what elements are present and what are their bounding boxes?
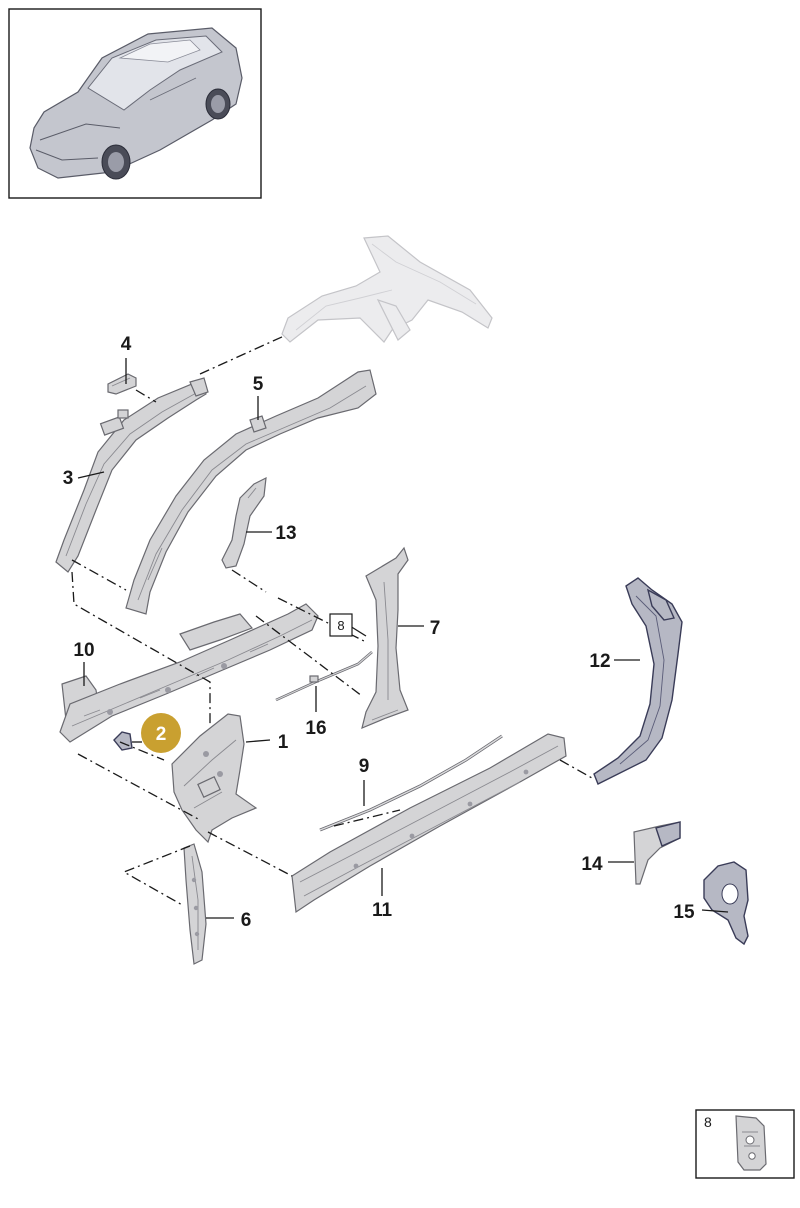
callout-14[interactable]: 14	[581, 854, 603, 875]
part-7-b-pillar	[361, 546, 409, 730]
vehicle-thumbnail	[8, 8, 262, 199]
part-15-bracket	[703, 861, 749, 946]
callout-10[interactable]: 10	[73, 640, 94, 661]
callout-13[interactable]: 13	[275, 523, 296, 544]
callout-8-label: 8	[337, 618, 344, 633]
part-4-bracket	[107, 373, 137, 395]
callout-16[interactable]: 16	[305, 718, 326, 739]
callout-5[interactable]: 5	[253, 374, 264, 395]
callout-7[interactable]: 7	[430, 618, 441, 639]
callout-1[interactable]: 1	[278, 732, 289, 753]
callout-6[interactable]: 6	[241, 910, 252, 931]
callout-15[interactable]: 15	[673, 902, 695, 923]
part-6-vertical-strip	[183, 843, 207, 965]
car-icon	[29, 27, 243, 180]
callout-9[interactable]: 9	[359, 756, 370, 777]
part-1-pillar-base	[171, 713, 258, 844]
part-13-reinforcement	[221, 476, 267, 569]
assembly-lines	[71, 335, 593, 907]
callout-2-highlighted[interactable]: 2	[132, 713, 181, 753]
callout-12[interactable]: 12	[589, 651, 610, 672]
callout-2-label: 2	[156, 724, 167, 745]
part-14-panel	[633, 821, 681, 885]
part-9-seal-strip	[319, 734, 503, 832]
part-11-side-sill	[291, 733, 567, 914]
roof-frame-ghost	[281, 235, 493, 343]
detail-box-8: 8	[695, 1109, 795, 1179]
part-5-roof-rail	[125, 369, 377, 615]
floor-sill-inner	[59, 603, 319, 743]
callout-3[interactable]: 3	[63, 468, 74, 489]
leader-lines	[77, 358, 729, 919]
callout-11[interactable]: 11	[372, 900, 393, 921]
part-3-a-pillar	[55, 377, 209, 573]
callout-8-boxed[interactable]: 8	[329, 613, 353, 637]
part-16-strip	[275, 651, 373, 702]
part-12-rear-pillar	[593, 577, 683, 785]
callout-4[interactable]: 4	[121, 334, 132, 355]
callouts: 4 3 5 13 7 10 1 16 6 9 11 12 14 15 8 2	[63, 334, 695, 931]
detail-box-label: 8	[704, 1114, 712, 1130]
clip-part-icon	[735, 1115, 767, 1171]
part-2-clip	[113, 731, 133, 751]
